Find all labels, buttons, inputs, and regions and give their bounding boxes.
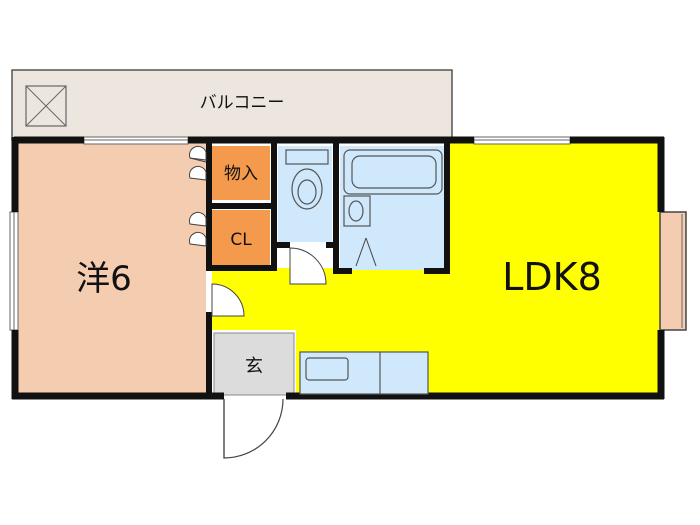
closet-area: [212, 210, 270, 266]
storage-door-icon: [188, 145, 207, 181]
western-room-door-icon: [211, 283, 245, 317]
bay-window-right: [659, 211, 687, 331]
storage-label: 物入: [224, 164, 258, 184]
window-left: [9, 211, 19, 331]
western-room-area: [18, 143, 206, 393]
toilet-icon: [285, 149, 329, 210]
toilet-door-icon: [289, 247, 327, 285]
interior-walls: [206, 137, 450, 399]
balcony-drain-icon: [25, 85, 67, 127]
outer-walls: [11, 136, 665, 400]
kitchen-counter-icon: [299, 351, 429, 395]
bathtub-icon: [343, 149, 443, 195]
western-room-label: 洋6: [76, 259, 132, 299]
storage-area: [212, 146, 270, 200]
entrance-label: 玄: [245, 356, 263, 377]
ldk-label: LDK8: [502, 255, 602, 299]
ldk-area: [212, 143, 660, 393]
bathroom-door-icon: [355, 237, 377, 267]
entrance-door-icon: [223, 398, 284, 459]
entrance-area: [213, 332, 295, 396]
window-top-western: [83, 136, 189, 145]
balcony-label: バルコニー: [200, 93, 285, 113]
closet-label: CL: [230, 230, 252, 250]
washbasin-icon: [343, 195, 371, 227]
window-top-ldk: [473, 136, 571, 145]
balcony-area: [11, 69, 453, 141]
closet-door-icon: [188, 211, 207, 247]
